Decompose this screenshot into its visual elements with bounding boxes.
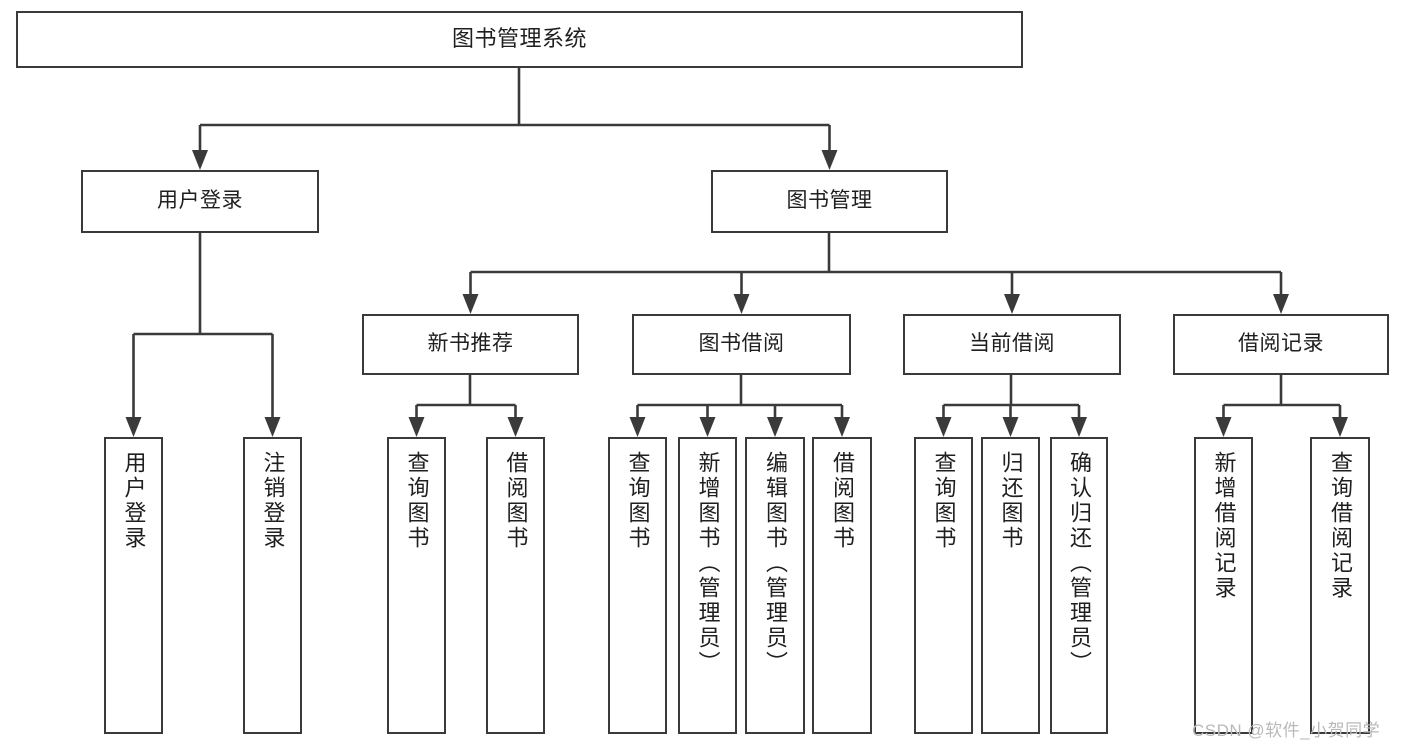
tree-node-l1a: 用户登录	[81, 170, 319, 233]
tree-node-leaf13: 查询借阅记录	[1310, 437, 1370, 734]
arrowhead-icon	[1071, 417, 1087, 437]
node-label: 借阅图书	[503, 451, 529, 551]
arrowhead-icon	[125, 417, 142, 437]
tree-node-l2a: 新书推荐	[362, 314, 579, 375]
tree-node-leaf10: 归还图书	[981, 437, 1040, 734]
node-label: 用户登录	[157, 189, 243, 213]
node-label: 图书管理系统	[451, 26, 587, 52]
node-label: 新增借阅记录	[1211, 451, 1237, 601]
node-label: 借阅图书	[830, 451, 855, 551]
arrowhead-icon	[821, 150, 838, 170]
arrowhead-icon	[507, 417, 524, 437]
tree-node-leaf11: 确认归还（管理员）	[1050, 437, 1108, 734]
tree-node-leaf9: 查询图书	[914, 437, 973, 734]
node-label: 图书管理	[786, 189, 873, 213]
tree-node-leaf5: 查询图书	[608, 437, 667, 734]
tree-node-l1b: 图书管理	[711, 170, 948, 233]
arrowhead-icon	[1215, 417, 1232, 437]
tree-node-l2d: 借阅记录	[1173, 314, 1389, 375]
arrowhead-icon	[699, 417, 716, 437]
tree-node-leaf6: 新增图书（管理员）	[678, 437, 737, 734]
node-label: 新增图书（管理员）	[695, 451, 721, 676]
arrowhead-icon	[629, 417, 646, 437]
arrowhead-icon	[264, 417, 281, 437]
root-node: 图书管理系统	[16, 11, 1023, 68]
node-label: 注销登录	[260, 451, 286, 551]
node-label: 借阅记录	[1238, 332, 1324, 356]
arrowhead-icon	[767, 417, 783, 437]
node-label: 查询借阅记录	[1328, 451, 1353, 601]
tree-node-leaf12: 新增借阅记录	[1194, 437, 1253, 734]
node-label: 归还图书	[998, 451, 1024, 551]
tree-node-leaf4: 借阅图书	[486, 437, 545, 734]
node-label: 新书推荐	[427, 332, 514, 356]
arrowhead-icon	[192, 150, 208, 170]
arrowhead-icon	[834, 417, 850, 437]
node-label: 图书借阅	[698, 332, 785, 356]
node-label: 确认归还（管理员）	[1067, 451, 1092, 676]
arrowhead-icon	[1002, 417, 1019, 437]
tree-node-leaf2: 注销登录	[243, 437, 302, 734]
arrowhead-icon	[408, 417, 425, 437]
arrowhead-icon	[1273, 294, 1289, 314]
node-label: 编辑图书（管理员）	[763, 451, 788, 676]
arrowhead-icon	[1332, 417, 1348, 437]
arrowhead-icon	[733, 294, 750, 314]
tree-node-leaf8: 借阅图书	[812, 437, 872, 734]
node-label: 查询图书	[931, 451, 957, 551]
node-label: 用户登录	[121, 451, 147, 551]
tree-node-leaf7: 编辑图书（管理员）	[745, 437, 805, 734]
arrowhead-icon	[935, 417, 952, 437]
tree-node-leaf3: 查询图书	[387, 437, 446, 734]
tree-node-leaf1: 用户登录	[104, 437, 163, 734]
arrowhead-icon	[1004, 294, 1020, 314]
node-label: 当前借阅	[969, 332, 1055, 356]
node-label: 查询图书	[625, 451, 651, 551]
tree-node-l2c: 当前借阅	[903, 314, 1121, 375]
node-label: 查询图书	[404, 451, 430, 551]
arrowhead-icon	[462, 294, 479, 314]
tree-node-l2b: 图书借阅	[632, 314, 851, 375]
